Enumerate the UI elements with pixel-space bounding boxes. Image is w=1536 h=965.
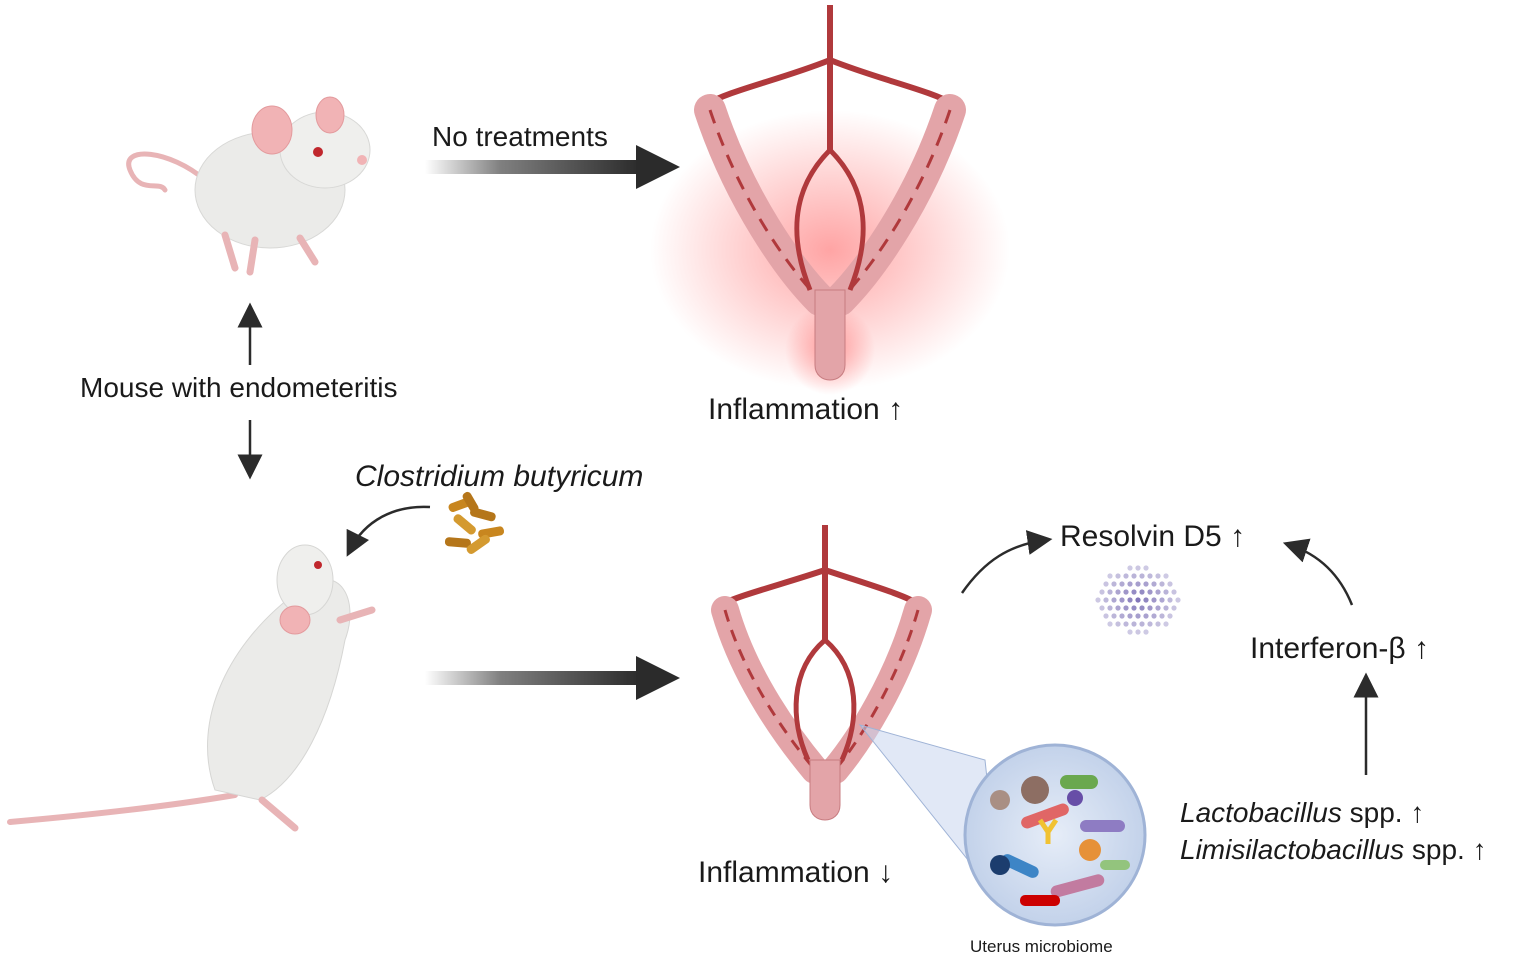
- resolvin-dot: [1123, 573, 1129, 579]
- resolvin-dot: [1167, 613, 1173, 619]
- resolvin-dot: [1171, 589, 1177, 595]
- resolvin-dot: [1139, 573, 1145, 579]
- resolvin-dot: [1155, 589, 1161, 595]
- resolvin-dot: [1103, 613, 1109, 619]
- resolvin-dot: [1163, 621, 1169, 627]
- resolvin-dot: [1135, 565, 1141, 571]
- resolvin-dot: [1111, 613, 1117, 619]
- resolvin-dot: [1123, 589, 1129, 595]
- microbiome-magnifier: [858, 724, 1147, 927]
- resolvin-dot: [1151, 613, 1157, 619]
- resolvin-dot: [1131, 605, 1137, 611]
- uterus-treated: [711, 525, 932, 821]
- resolvin-dot: [1099, 589, 1105, 595]
- resolvin-dot: [1159, 581, 1165, 587]
- resolvin-dot: [1163, 605, 1169, 611]
- resolvin-dot: [1103, 597, 1109, 603]
- resolvin-dot: [1127, 613, 1133, 619]
- resolvin-dot: [1175, 597, 1181, 603]
- label-uterus-microbiome: Uterus microbiome: [970, 937, 1113, 956]
- resolvin-dot: [1119, 581, 1125, 587]
- uterus-inflamed: [650, 5, 1010, 395]
- resolvin-dot: [1119, 597, 1125, 603]
- arrow-bacteria-to-mouse: [346, 505, 431, 557]
- resolvin-dot: [1139, 621, 1145, 627]
- resolvin-dot: [1111, 581, 1117, 587]
- resolvin-dot: [1167, 581, 1173, 587]
- resolvin-dot: [1111, 597, 1117, 603]
- resolvin-dot: [1155, 621, 1161, 627]
- resolvin-dot: [1159, 613, 1165, 619]
- resolvin-dot: [1155, 573, 1161, 579]
- resolvin-dot: [1159, 597, 1165, 603]
- limisilactobacillus-suffix: spp. ↑: [1404, 834, 1487, 865]
- resolvin-dot: [1123, 621, 1129, 627]
- resolvin-dot: [1127, 565, 1133, 571]
- resolvin-dot: [1139, 605, 1145, 611]
- clostridium-bacteria-icon: [444, 491, 505, 554]
- arrow-interferon-to-resolvin: [1282, 538, 1354, 606]
- lactobacillus-suffix: spp. ↑: [1341, 797, 1425, 828]
- resolvin-dot: [1143, 565, 1149, 571]
- limisilactobacillus-genus: Limisilactobacillus: [1180, 834, 1405, 865]
- resolvin-dot: [1167, 597, 1173, 603]
- resolvin-dot: [1131, 589, 1137, 595]
- arrow-treatment: [425, 656, 680, 700]
- resolvin-dot: [1147, 605, 1153, 611]
- resolvin-dot: [1107, 621, 1113, 627]
- resolvin-dot: [1147, 621, 1153, 627]
- label-mouse-with-endometeritis: Mouse with endometeritis: [80, 372, 398, 403]
- arrow-uterus-to-resolvin: [960, 530, 1053, 594]
- resolvin-dot: [1135, 613, 1141, 619]
- resolvin-dot: [1115, 605, 1121, 611]
- resolvin-dot: [1147, 589, 1153, 595]
- resolvin-dot: [1147, 573, 1153, 579]
- resolvin-dot: [1127, 597, 1133, 603]
- resolvin-dot: [1143, 581, 1149, 587]
- resolvin-dot: [1143, 629, 1149, 635]
- label-clostridium-butyricum: Clostridium butyricum: [355, 460, 644, 493]
- resolvin-dot: [1099, 605, 1105, 611]
- lactobacillus-genus: Lactobacillus: [1180, 797, 1342, 828]
- resolvin-dot: [1143, 613, 1149, 619]
- resolvin-dot: [1155, 605, 1161, 611]
- resolvin-dot: [1119, 613, 1125, 619]
- resolvin-dot: [1139, 589, 1145, 595]
- label-resolvin-d5: Resolvin D5 ↑: [1060, 520, 1246, 553]
- label-limisilactobacillus: Limisilactobacillus spp. ↑: [1180, 836, 1487, 864]
- resolvin-dot: [1095, 597, 1101, 603]
- resolvin-dot: [1131, 621, 1137, 627]
- resolvin-dot: [1135, 629, 1141, 635]
- resolvin-dot: [1123, 605, 1129, 611]
- resolvin-dot: [1135, 581, 1141, 587]
- resolvin-dot: [1115, 573, 1121, 579]
- label-lactobacillus: Lactobacillus spp. ↑: [1180, 799, 1424, 827]
- resolvin-dot: [1143, 597, 1149, 603]
- label-inflammation-up: Inflammation ↑: [708, 393, 904, 426]
- resolvin-dot: [1135, 597, 1141, 603]
- resolvin-dot: [1115, 621, 1121, 627]
- resolvin-dot: [1163, 573, 1169, 579]
- mouse-top: [126, 96, 371, 276]
- label-interferon-beta: Interferon-β ↑: [1250, 632, 1429, 665]
- resolvin-dot: [1171, 605, 1177, 611]
- label-no-treatments: No treatments: [432, 121, 608, 152]
- resolvin-dot: [1163, 589, 1169, 595]
- resolvin-dot: [1107, 589, 1113, 595]
- resolvin-dot: [1127, 629, 1133, 635]
- resolvin-dot: [1115, 589, 1121, 595]
- resolvin-dot: [1127, 581, 1133, 587]
- resolvin-dot: [1131, 573, 1137, 579]
- resolvin-dot: [1107, 605, 1113, 611]
- resolvin-dot: [1151, 597, 1157, 603]
- microbe-cluster: [990, 775, 1130, 906]
- arrow-no-treatment: [425, 145, 680, 189]
- mouse-bottom: [7, 544, 376, 832]
- resolvin-dot: [1103, 581, 1109, 587]
- resolvin-dot: [1151, 581, 1157, 587]
- resolvin-dot: [1107, 573, 1113, 579]
- resolvin-dots-icon: [1095, 565, 1181, 635]
- label-inflammation-down: Inflammation ↓: [698, 856, 894, 889]
